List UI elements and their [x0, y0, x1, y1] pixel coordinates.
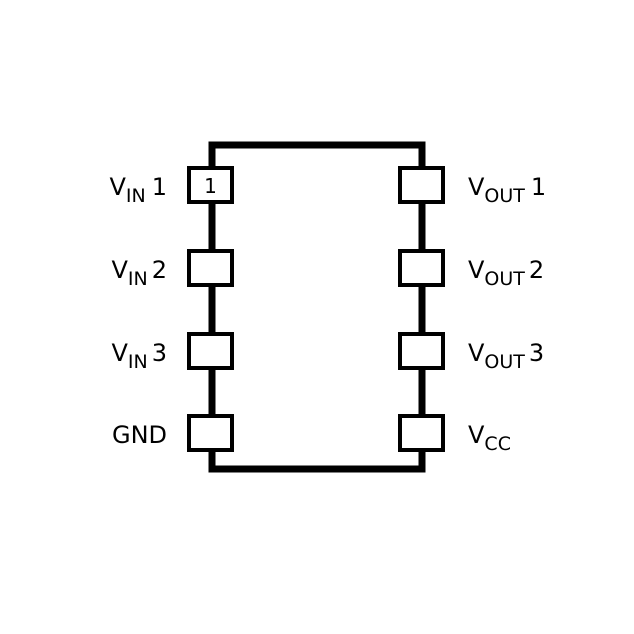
- left-label-sub: IN: [128, 268, 148, 290]
- right-label-sub: OUT: [484, 268, 525, 290]
- pin1-marker: 1: [204, 174, 217, 198]
- right-label-sub: OUT: [484, 351, 525, 373]
- right-label-suffix: 2: [529, 256, 544, 284]
- pad-right-3: [398, 332, 445, 370]
- package-body: [208, 141, 426, 473]
- left-label-sub: IN: [126, 185, 146, 207]
- right-label-vcc: VCC: [468, 421, 511, 455]
- pad-right-4: [398, 414, 445, 452]
- left-label-sub: IN: [128, 351, 148, 373]
- pad-left-3: [187, 332, 234, 370]
- right-label-vout1: VOUT 1: [468, 173, 546, 207]
- right-label-base: V: [468, 339, 485, 367]
- left-label-suffix: 2: [152, 256, 167, 284]
- right-label-base: V: [468, 421, 485, 449]
- right-label-sub: CC: [484, 433, 511, 455]
- right-label-suffix: 1: [531, 173, 546, 201]
- left-label-gnd: GND: [112, 421, 167, 449]
- right-label-base: V: [468, 256, 485, 284]
- left-label-base: V: [111, 339, 128, 367]
- right-label-suffix: 3: [529, 339, 544, 367]
- pad-left-4: [187, 414, 234, 452]
- pad-left-2: [187, 249, 234, 287]
- left-label-base: V: [111, 256, 128, 284]
- pad-left-1: [187, 166, 234, 204]
- right-label-sub: OUT: [484, 185, 525, 207]
- pad-right-2: [398, 249, 445, 287]
- left-label-suffix: 3: [152, 339, 167, 367]
- left-label-suffix: 1: [152, 173, 167, 201]
- left-label-base: V: [109, 173, 126, 201]
- right-label-base: V: [468, 173, 485, 201]
- pad-right-1: [398, 166, 445, 204]
- left-label-vin1: VIN 1: [109, 173, 167, 207]
